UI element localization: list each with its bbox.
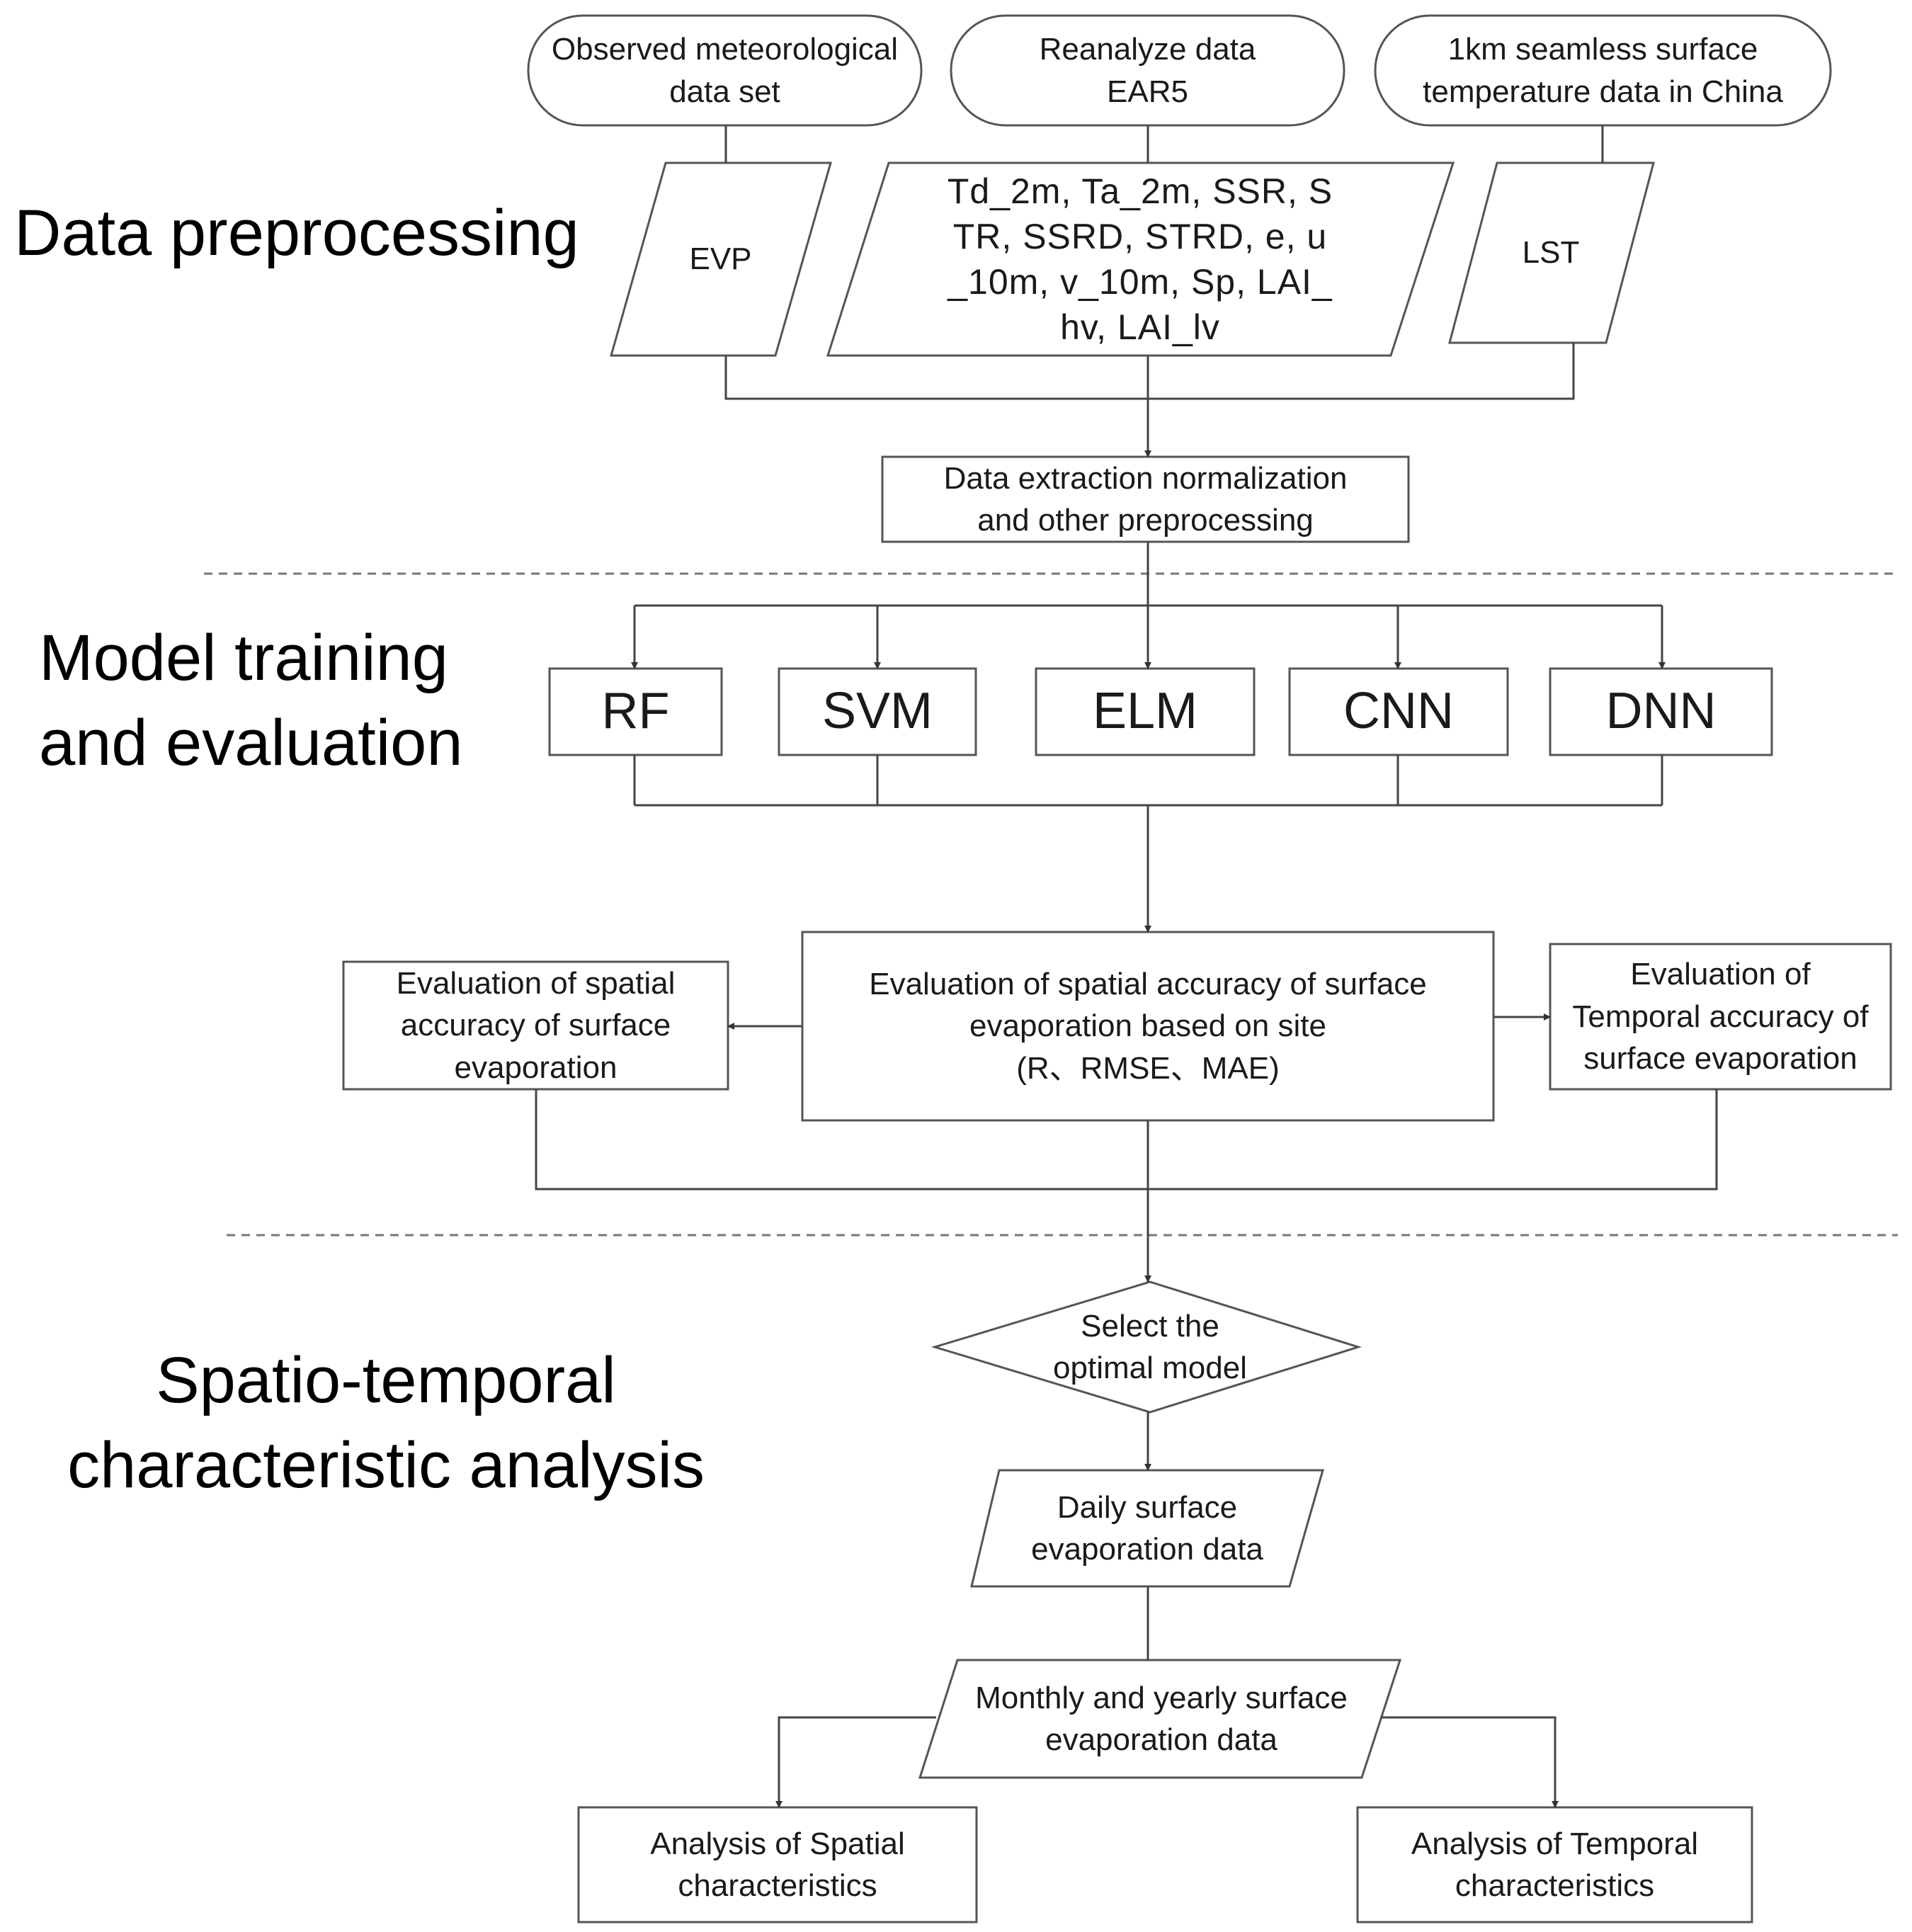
model-rf-box [548,667,723,756]
preprocess-box [881,455,1410,543]
daily-data-parallelogram [970,1469,1324,1588]
model-svm-box [778,667,977,756]
source-lst-box [1374,14,1832,127]
model-elm-box [1035,667,1256,756]
lst-parallelogram [1448,161,1655,344]
analysis-spatial-box [577,1806,978,1924]
evaluation-site-box [801,931,1495,1122]
select-model-diamond [931,1280,1362,1414]
analysis-temporal-box [1356,1806,1753,1924]
evaluation-spatial-box [342,960,729,1091]
model-cnn-box [1288,667,1509,756]
monthly-yearly-data-parallelogram [918,1659,1402,1779]
source-reanalysis-box [950,14,1345,127]
connector [724,343,1575,400]
era5-parameters-parallelogram [826,161,1455,357]
evp-parallelogram [610,161,832,357]
arrow [1381,1716,1559,1808]
connector [535,1089,1718,1191]
source-observed-box [527,14,923,127]
evaluation-temporal-box [1549,943,1892,1091]
arrow [775,1716,936,1808]
model-dnn-box [1549,667,1773,756]
